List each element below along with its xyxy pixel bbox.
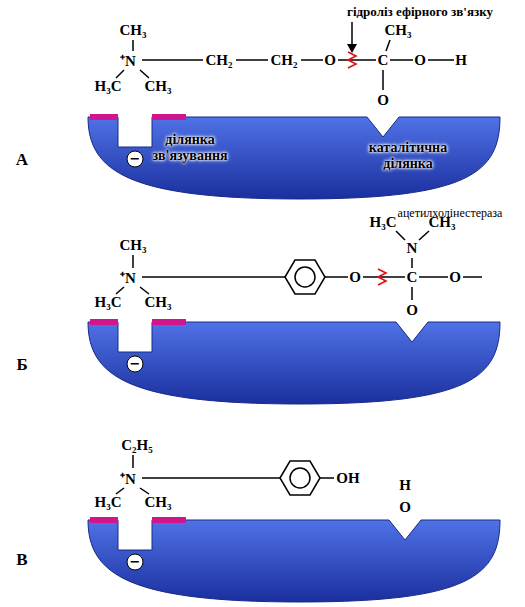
atom-group: O	[349, 269, 361, 286]
atom-group: H₃C	[95, 494, 122, 511]
annotation: гідроліз ефірного зв'язку	[347, 4, 493, 20]
atom-group: H	[455, 52, 467, 69]
atom-group: CH₂	[206, 52, 233, 69]
charge-sign: −	[127, 356, 144, 373]
binding-bar	[152, 319, 186, 325]
atom-group: C	[407, 269, 418, 286]
enzyme-body: ділянка зв'язування каталітична ділянка	[86, 112, 504, 204]
atom-group: CH₃	[145, 78, 172, 95]
atom-group: CH₃	[120, 237, 147, 254]
panel-letter: А	[16, 150, 28, 170]
site-label: каталітична ділянка	[353, 140, 463, 172]
atom-group: O	[399, 499, 411, 516]
site-label: ділянка зв'язування	[140, 132, 240, 164]
binding-bar	[90, 114, 118, 120]
charge-sign: −	[127, 554, 144, 571]
atom-group: ⁺N	[120, 267, 136, 287]
panel-letter: Б	[16, 355, 27, 375]
atom-group: CH₃	[145, 294, 172, 311]
atom-group: O	[324, 52, 336, 69]
enzyme-shape	[88, 322, 500, 404]
atom-group: CH₂	[271, 52, 298, 69]
cleavage-mark	[378, 269, 386, 285]
atom-group: H₃C	[370, 214, 397, 231]
atom-group: CH₃	[145, 494, 172, 511]
atom-group: ⁺N	[120, 50, 136, 70]
binding-bar	[90, 517, 118, 523]
atom-group: H₃C	[95, 78, 122, 95]
atom-group: CH₃	[429, 214, 456, 231]
enzyme-shape	[86, 112, 504, 204]
atom-group: H₃C	[95, 294, 122, 311]
atom-group: ⁺N	[120, 468, 136, 488]
atom-group: CH₃	[120, 22, 147, 39]
atom-group: C₂H₅	[121, 437, 153, 454]
cleavage-mark	[348, 52, 356, 68]
enzyme-shape	[88, 520, 500, 602]
atom-group: OH	[336, 470, 359, 487]
atom-group: O	[377, 92, 389, 109]
atom-group: O	[449, 269, 461, 286]
binding-bar	[152, 517, 186, 523]
atom-group: O	[406, 302, 418, 319]
atom-group: C	[378, 52, 389, 69]
atom-group: CH₃	[385, 22, 412, 39]
binding-bar	[152, 114, 186, 120]
binding-bar	[90, 319, 118, 325]
charge-sign: −	[127, 151, 144, 168]
bonds	[116, 22, 482, 495]
panel-letter: В	[16, 550, 27, 570]
atom-group: H	[399, 477, 411, 494]
atom-group: O	[414, 52, 426, 69]
atom-group: N	[407, 240, 418, 257]
